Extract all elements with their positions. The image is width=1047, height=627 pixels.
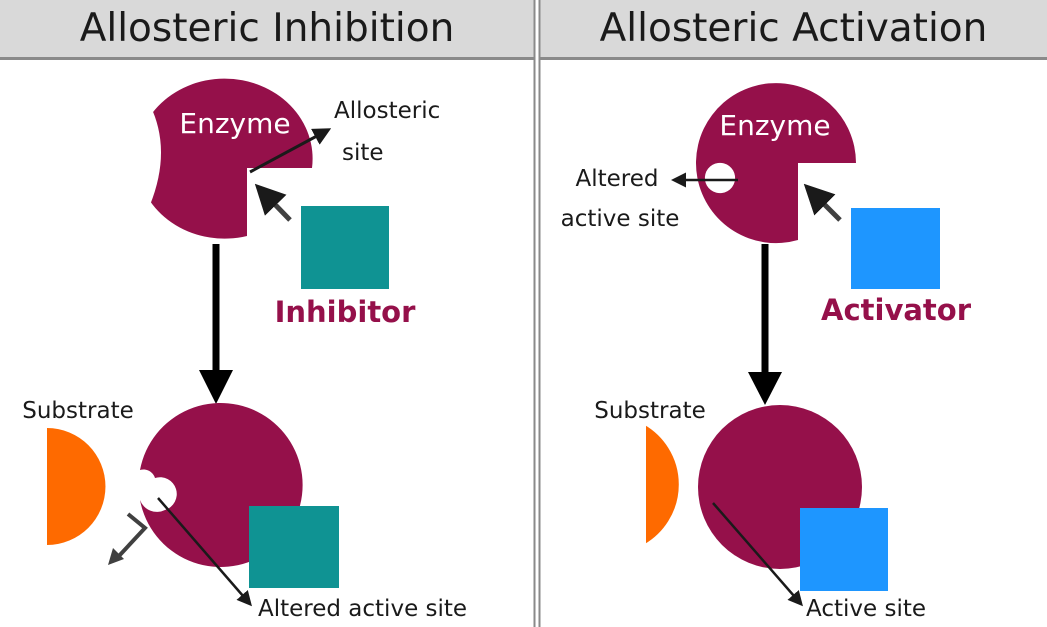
altered-site-label-line1: Altered xyxy=(576,166,659,192)
activator-label: Activator xyxy=(821,293,972,327)
altered-active-site-label: Altered active site xyxy=(258,596,467,622)
bound-substrate-shape xyxy=(644,422,681,547)
repel-arrow xyxy=(116,512,148,559)
allosteric-site-pointer xyxy=(249,128,332,174)
transition-arrow-head-activation xyxy=(748,372,782,405)
enzyme-left-cavity xyxy=(130,105,161,205)
enzyme-shape-activation xyxy=(695,83,856,244)
inhibitor-label: Inhibitor xyxy=(275,295,417,329)
allosteric-site-label-line1: Allosteric xyxy=(334,98,440,124)
activator-binding-arrow xyxy=(803,183,842,222)
enzyme-label-activation: Enzyme xyxy=(719,109,830,142)
activation-title: Allosteric Activation xyxy=(540,0,1047,60)
activator-square xyxy=(851,208,940,289)
active-site-label: Active site xyxy=(806,596,926,622)
inhibitor-square xyxy=(301,206,389,289)
inhibitor-binding-arrow xyxy=(254,183,292,222)
substrate-label-activation: Substrate xyxy=(594,398,706,424)
enzyme-shape xyxy=(136,78,313,239)
enzyme-label: Enzyme xyxy=(179,107,290,140)
active-site-pointer xyxy=(712,502,803,607)
transition-arrow-head xyxy=(199,370,233,404)
altered-site-label-line2: active site xyxy=(561,206,680,232)
panel-divider-gap xyxy=(534,0,540,627)
inhibition-title: Allosteric Inhibition xyxy=(0,0,534,60)
altered-site-pointer xyxy=(157,497,252,607)
allosteric-site-label-line2: site xyxy=(342,140,384,166)
substrate-shape xyxy=(47,428,106,545)
bound-inhibitor-square xyxy=(249,506,339,588)
enzyme-left-cavity-activation xyxy=(704,162,736,194)
substrate-label: Substrate xyxy=(22,398,134,424)
repel-arrow-head xyxy=(108,548,124,565)
bound-activator-square xyxy=(800,508,888,591)
